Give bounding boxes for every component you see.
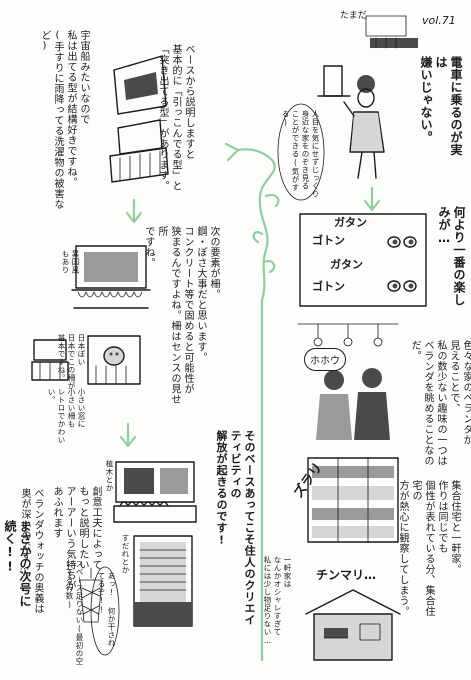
spaceship-note: 宇宙船みたいなので 私は出てる型が結構好きですね。 (手すりに雨降ってる洗濯物の… — [39, 30, 89, 210]
basic-types-explanation: ベースから説明しますと 基本的に「引っこんでる型」と 「突き出てる型」があります… — [157, 44, 194, 191]
header-balcony-sketch — [365, 15, 418, 49]
japan-label: 日本ぽい 日本でこの柵が 基本ですね。 — [57, 334, 86, 390]
top-right-bubble-text: 人目を気にせずじっくり 身近な家をのぞき見る ことができる(気がする) — [281, 110, 320, 198]
veranda-watch-note: ベランダウォッチの奥義は 奥が深いのです… — [19, 488, 43, 614]
sfx-gatan-2: ガタン — [330, 258, 363, 271]
creative-ideas-note: 創意工夫によって もっと説明したい アーアーいう気持ちが あふれます — [51, 486, 101, 591]
apartment-note: 集合住宅と一軒家。 作りは同じでも 個性が表れている分、集合住宅の 方が熱心に観… — [397, 480, 460, 617]
sound-panel-caption: 何より一番の楽しみが… — [437, 206, 466, 306]
arrow-down-icon-3 — [119, 422, 137, 448]
hohou-speech: ホホウ — [304, 348, 346, 371]
author-signature: たまだ — [340, 11, 367, 21]
plant-balcony-sketch — [113, 461, 197, 523]
woman-at-window-illustration — [317, 65, 385, 179]
arrow-down-icon-2 — [125, 198, 143, 224]
volume-label: vol.71 — [422, 14, 456, 27]
train-passengers-illustration — [297, 323, 399, 440]
sudare-balcony-sketch — [133, 535, 193, 627]
western-label: 異国風 もあり — [61, 250, 80, 274]
protruding-balcony-sketch — [109, 119, 169, 183]
balcony-watch-caption: 色々な家のベランダが 見えることで、 私の数少ない趣味の一つは ベランダを眺める… — [409, 340, 471, 466]
creativity-note: そのベースあってこそ住人のクリエイティビティの 解放が起きるのです! — [215, 430, 256, 626]
speech-bubble-outline — [277, 103, 325, 201]
arrow-down-icon — [363, 186, 381, 212]
sfx-goton-2: ゴトン — [312, 280, 345, 293]
sound-panel-frame — [299, 213, 427, 307]
top-right-heading: 電車に乗るのが実は 嫌いじゃない。 — [419, 56, 463, 156]
apartment-block-illustration — [307, 457, 399, 543]
dog-window-sketch — [87, 335, 141, 385]
bubble-outline-small — [90, 566, 120, 656]
sudare-label: すだれとか — [121, 534, 130, 574]
to-be-continued: まさかの次号に 続く!! — [3, 520, 32, 608]
space-shortage-note: スペース足りない(最初の空いてる行数) — [65, 560, 84, 666]
single-house-illustration — [305, 589, 401, 661]
something-hung-bubble: あっ! 何か干されてるぞ!! — [97, 572, 116, 647]
hanging-net-sketch — [79, 567, 103, 623]
plant-label: 植木とか — [105, 460, 114, 492]
recessed-balcony-sketch — [113, 55, 167, 115]
railing-note: 次の要素が柵。 鋼・ぽさ大事だと思います。 コンクリート等で固めると可能性が 狭… — [143, 226, 219, 405]
house-note: 一軒家は なんかオシャレすぎて 私には少し物足りない… — [263, 556, 292, 646]
sfx-gatan-1: ガタン — [334, 216, 367, 229]
western-balcony-sketch — [71, 245, 151, 309]
sfx-chinmari: チンマリ… — [316, 568, 377, 582]
small-window-note: 小さい窓に 小さい柵も レトロでかわいい。 — [47, 388, 86, 444]
sfx-goton-1: ゴトン — [312, 234, 345, 247]
small-balcony-sketch — [31, 339, 69, 381]
